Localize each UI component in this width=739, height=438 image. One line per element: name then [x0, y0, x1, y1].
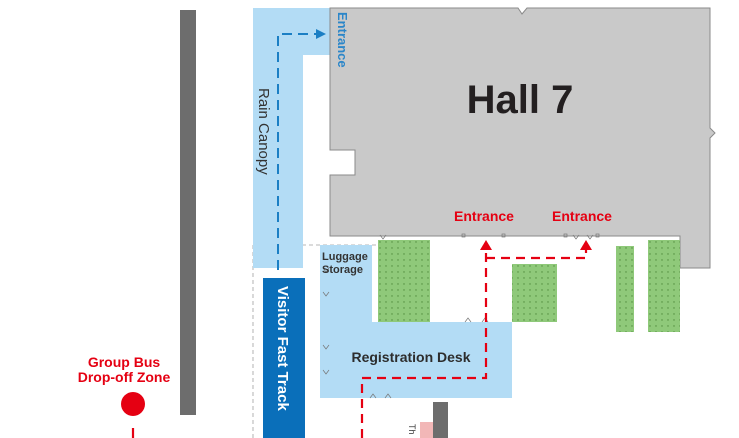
red-route-arrow-right [580, 240, 592, 250]
partial-label: Th [407, 424, 417, 435]
rain-canopy [253, 8, 330, 268]
entrance-top-label: Entrance [335, 12, 350, 68]
entrance-right-label: Entrance [552, 208, 612, 224]
entrance-left-label: Entrance [454, 208, 514, 224]
group-bus-label-1: Group Bus [88, 354, 161, 370]
group-bus-marker [121, 392, 145, 416]
blue-route [277, 33, 316, 270]
red-route-main [360, 250, 488, 438]
luggage-storage-label-1: Luggage [322, 251, 368, 263]
group-bus-label-2: Drop-off Zone [78, 369, 171, 385]
bottom-structure [433, 402, 448, 438]
visitor-fast-track-lane [263, 278, 305, 438]
luggage-storage-label-2: Storage [322, 264, 363, 276]
red-route-arrow-left [480, 240, 492, 250]
road-divider [180, 10, 196, 415]
hall-7-building [329, 7, 716, 269]
bottom-structure-pink [420, 422, 433, 438]
red-route-branch [486, 250, 588, 260]
registration-area [320, 245, 512, 398]
visitor-fast-track-label: Visitor Fast Track [274, 286, 291, 411]
rain-canopy-label: Rain Canopy [255, 88, 272, 175]
registration-desk-label: Registration Desk [351, 349, 470, 365]
hall-name: Hall 7 [467, 78, 574, 122]
blue-route-arrow [316, 29, 326, 39]
